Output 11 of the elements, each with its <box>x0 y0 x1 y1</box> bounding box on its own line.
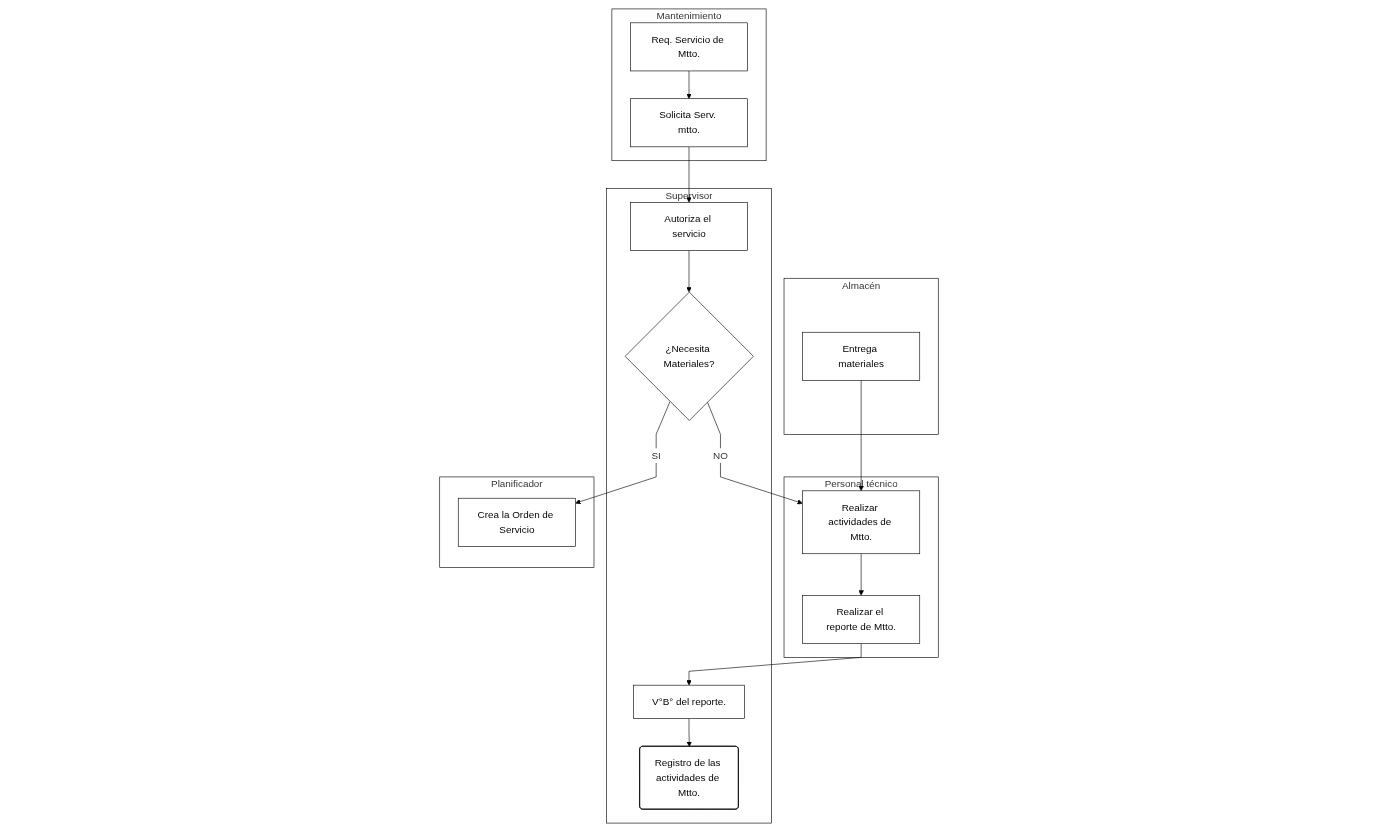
edge-label: NO <box>713 450 728 461</box>
node-box: Realizar el reporte de Mtto. <box>802 595 921 644</box>
node-box: Solicita Serv. mtto. <box>630 98 748 148</box>
edge-label: SI <box>651 450 661 461</box>
node-box: V°B° del reporte. <box>633 684 745 719</box>
node-box: Autoriza el servicio <box>630 202 748 251</box>
node-box: Realizar actividades de Mtto. <box>802 490 921 555</box>
node-box: Entrega materiales <box>802 331 921 381</box>
node-box: Crea la Orden de Servicio <box>457 497 576 547</box>
node-diamond: ¿Necesita Materiales? <box>624 291 754 421</box>
node-box: Req. Servicio de Mtto. <box>630 22 748 72</box>
